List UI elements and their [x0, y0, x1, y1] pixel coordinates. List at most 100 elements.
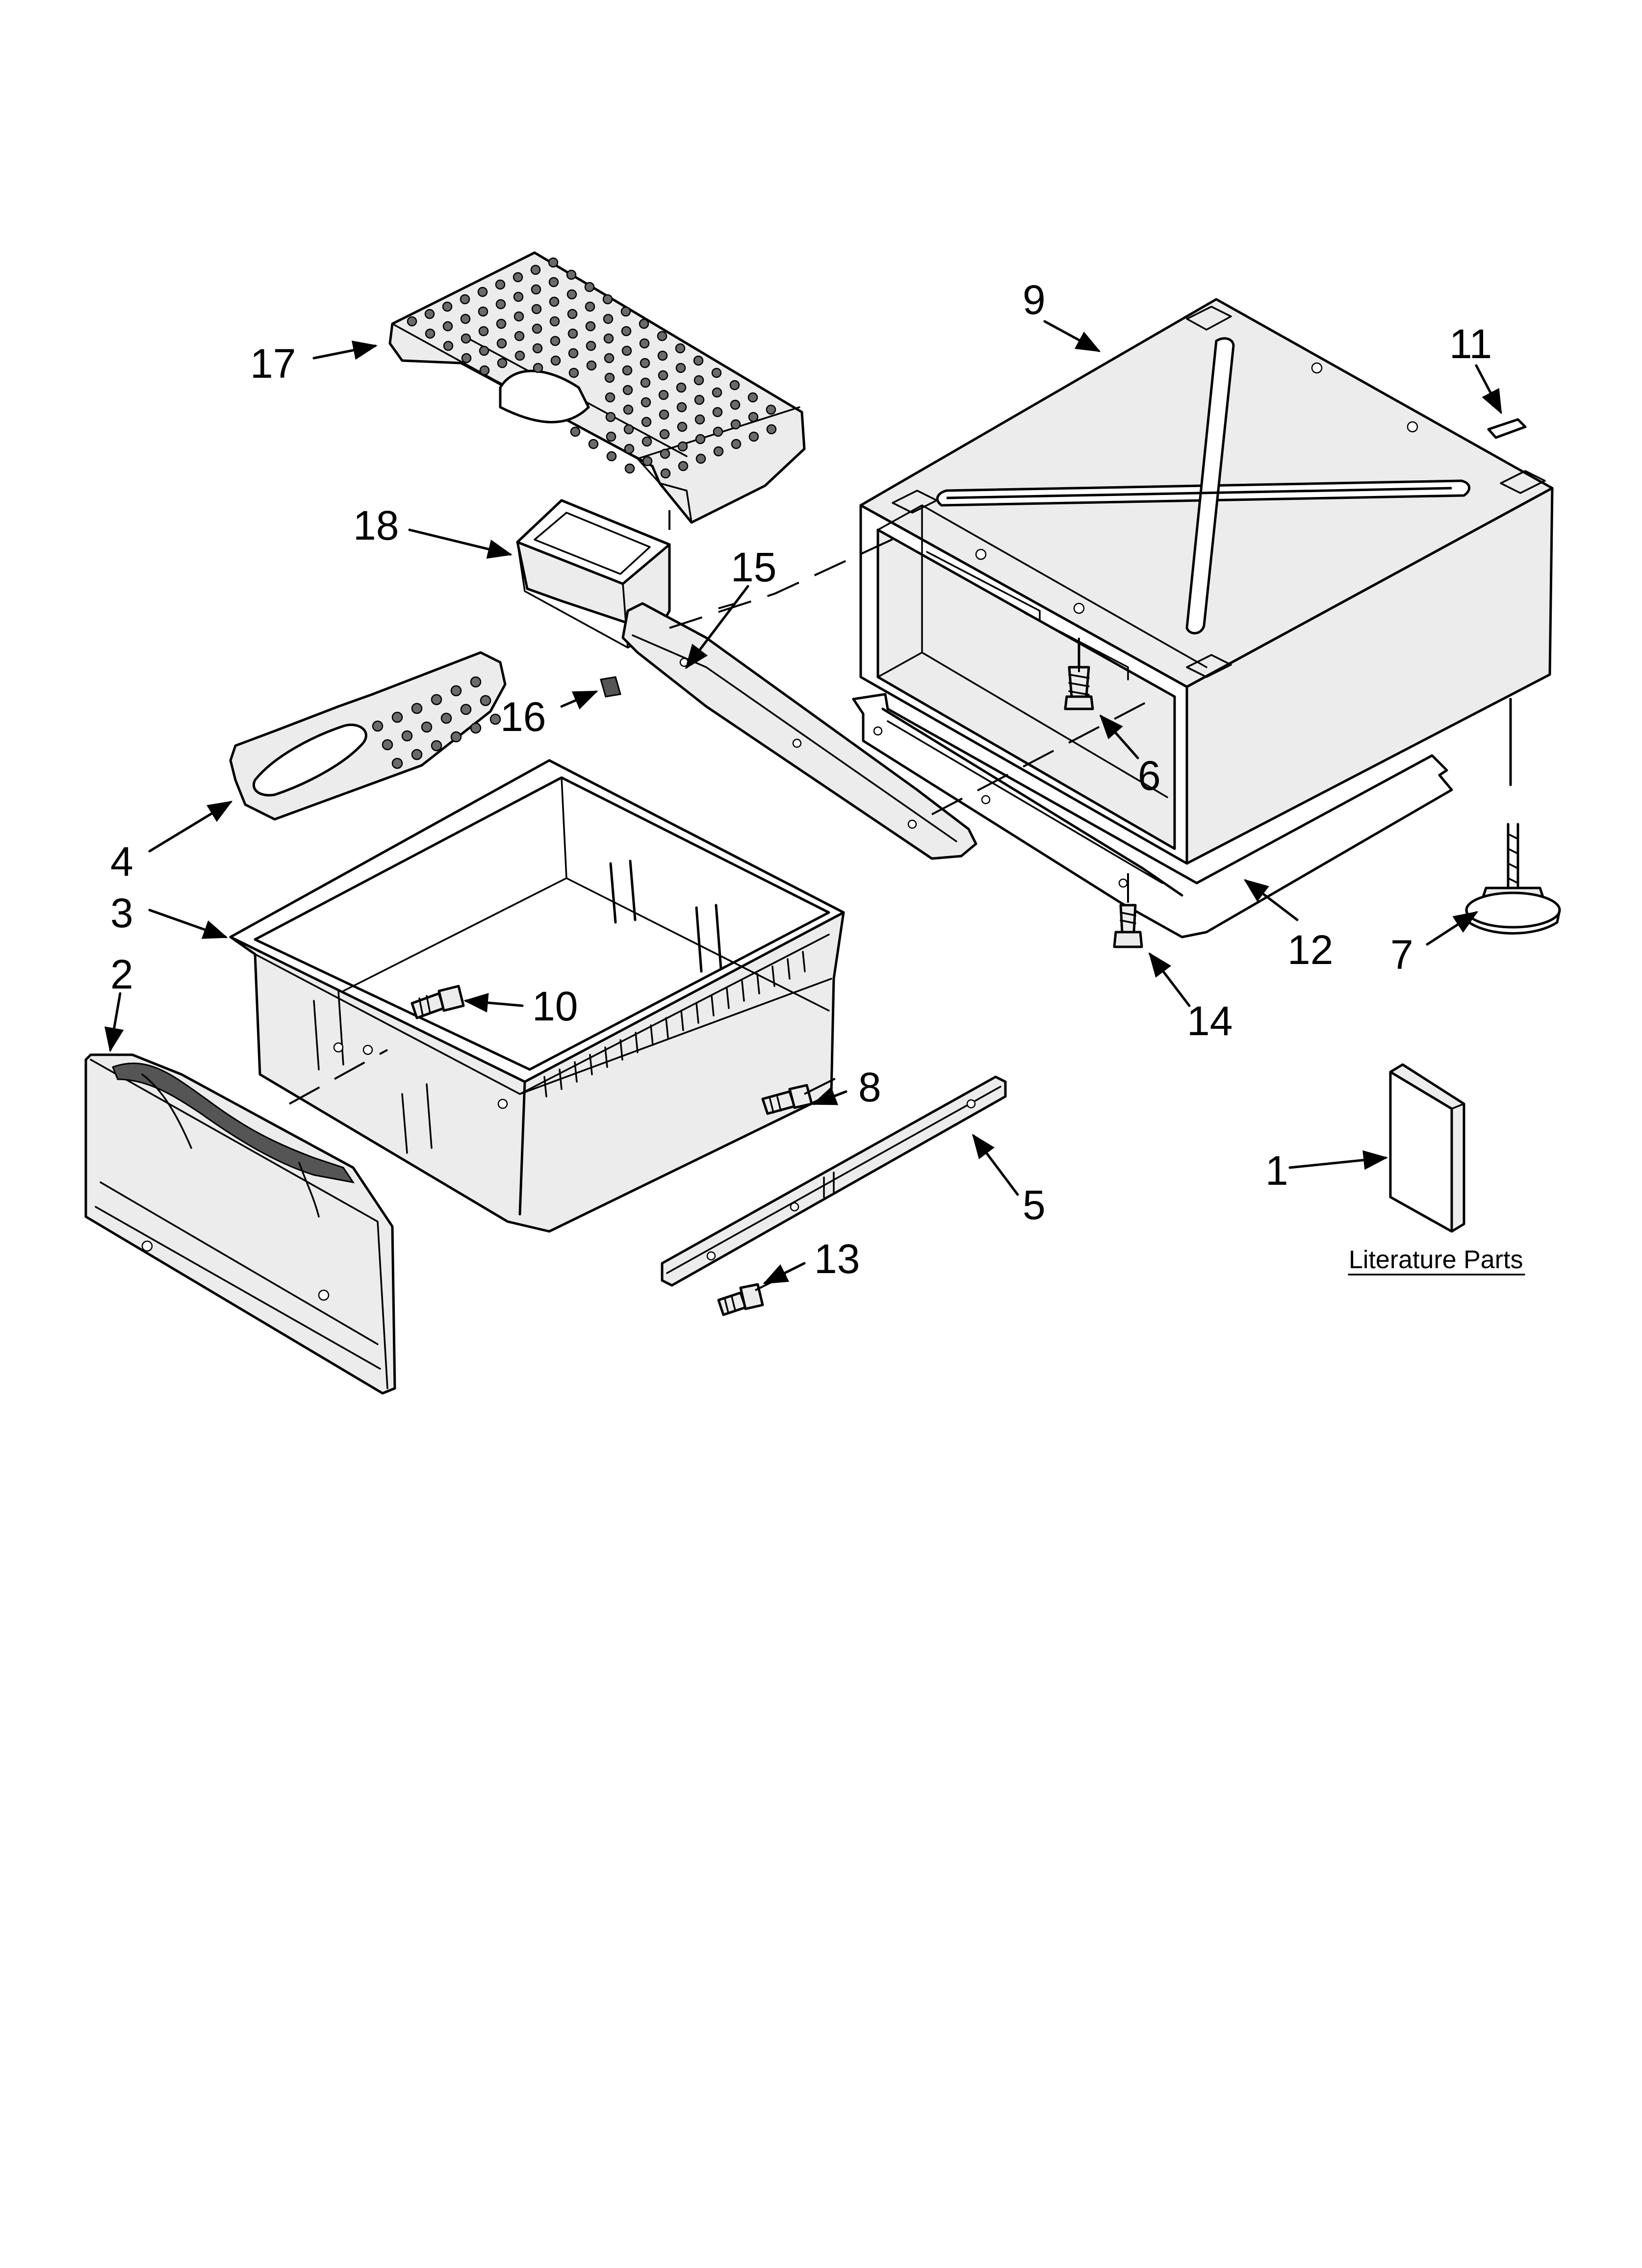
- callout-4: 4: [110, 838, 133, 885]
- perforation-hole: [604, 353, 615, 364]
- perforation-hole: [659, 409, 669, 420]
- callout-3: 3: [110, 890, 133, 936]
- perforation-hole: [586, 360, 597, 371]
- callout-17: 17: [250, 340, 296, 387]
- perforation-hole: [586, 340, 596, 351]
- perforation-hole: [622, 385, 633, 395]
- callout-11: 11: [1449, 321, 1492, 367]
- perforation-hole: [566, 289, 577, 300]
- perforation-hole: [567, 309, 578, 319]
- perforation-hole: [550, 336, 561, 346]
- perforation-hole: [513, 311, 524, 322]
- perforation-hole: [478, 306, 488, 317]
- perforation-hole: [695, 453, 706, 464]
- perforation-hole: [658, 370, 668, 381]
- perforation-hole: [496, 318, 507, 329]
- perforation-hole: [531, 284, 541, 295]
- perforation-hole: [407, 316, 417, 327]
- perforation-hole: [425, 328, 436, 339]
- perforation-hole: [480, 695, 491, 706]
- callout-2: 2: [110, 951, 133, 997]
- perforation-hole: [640, 377, 651, 388]
- callout-18: 18: [353, 502, 399, 548]
- perforation-hole: [606, 431, 616, 442]
- perforation-hole: [478, 326, 489, 337]
- perforation-hole: [443, 340, 454, 351]
- perforation-hole: [766, 404, 776, 415]
- perforation-hole: [497, 358, 508, 368]
- perforation-hole: [567, 328, 578, 339]
- perforation-hole: [549, 296, 560, 307]
- perforation-hole: [602, 294, 613, 305]
- perforation-hole: [460, 294, 470, 305]
- perforation-hole: [731, 439, 742, 449]
- perforation-hole: [748, 412, 759, 422]
- perforation-hole: [639, 318, 649, 329]
- perforation-hole: [623, 404, 634, 415]
- perforation-hole: [550, 355, 561, 366]
- perforation-hole: [489, 713, 501, 725]
- callout-labels: 17 18 15 16 4 3 2 10 9 11 6 12 7 14 8 5 …: [110, 277, 1492, 1282]
- perforation-hole: [460, 313, 471, 324]
- part-4-handle-panel: [229, 651, 507, 821]
- perforation-hole: [712, 387, 722, 398]
- bin-rib: [635, 1032, 639, 1053]
- callout-10: 10: [532, 983, 578, 1029]
- bin-rib: [711, 995, 715, 1017]
- callout-15: 15: [731, 544, 776, 590]
- perforation-hole: [450, 685, 462, 697]
- perforation-hole: [711, 367, 722, 378]
- part-11-pad: [1487, 418, 1527, 439]
- perforation-hole: [639, 338, 650, 349]
- perforation-hole: [391, 711, 403, 723]
- perforation-hole: [382, 739, 393, 751]
- perforation-hole: [495, 279, 506, 290]
- perforation-hole: [513, 291, 524, 302]
- perforation-hole: [675, 363, 686, 373]
- callout-8: 8: [858, 1064, 881, 1110]
- perforation-hole: [532, 343, 543, 354]
- perforation-hole: [713, 446, 724, 457]
- perforation-hole: [676, 382, 687, 393]
- perforation-hole: [533, 363, 543, 373]
- part-16-clip: [600, 676, 621, 698]
- perforation-hole: [584, 282, 595, 292]
- bin-rib: [741, 980, 745, 1002]
- perforation-hole: [621, 345, 632, 356]
- perforation-hole: [766, 424, 777, 435]
- perforation-hole: [642, 456, 653, 467]
- perforation-hole: [713, 426, 723, 437]
- cover-perforations: [407, 257, 777, 479]
- part-7-leveling-leg: [1465, 698, 1561, 935]
- perforation-hole: [605, 412, 616, 422]
- perforation-hole: [694, 394, 705, 405]
- part-1-literature-booklet: [1389, 1063, 1465, 1233]
- perforation-hole: [730, 399, 741, 410]
- perforation-hole: [748, 431, 759, 442]
- perforation-hole: [479, 365, 490, 376]
- perforation-hole: [450, 731, 462, 743]
- perforation-hole: [606, 451, 617, 462]
- perforation-hole: [442, 321, 453, 332]
- perforation-hole: [588, 439, 599, 449]
- bin-rib: [771, 965, 775, 987]
- perforation-hole: [693, 355, 704, 366]
- perforation-hole: [657, 350, 668, 361]
- part-3-drawer-bin: [229, 759, 845, 1233]
- perforation-hole: [477, 287, 488, 297]
- part-5-slide-rail: [661, 1075, 1007, 1287]
- perforation-hole: [548, 257, 559, 268]
- perforation-hole: [621, 326, 632, 337]
- perforation-hole: [514, 350, 525, 361]
- part-18-bin: [516, 499, 671, 649]
- part-2-drawer-front: [84, 1053, 396, 1395]
- bin-rib: [650, 1024, 654, 1046]
- perforation-hole: [479, 345, 489, 356]
- panel-holes: [372, 676, 501, 769]
- perforation-hole: [513, 272, 523, 283]
- perforation-hole: [660, 468, 671, 479]
- perforation-hole: [470, 676, 482, 688]
- bin-rib: [695, 1002, 699, 1024]
- callout-5: 5: [1023, 1182, 1046, 1228]
